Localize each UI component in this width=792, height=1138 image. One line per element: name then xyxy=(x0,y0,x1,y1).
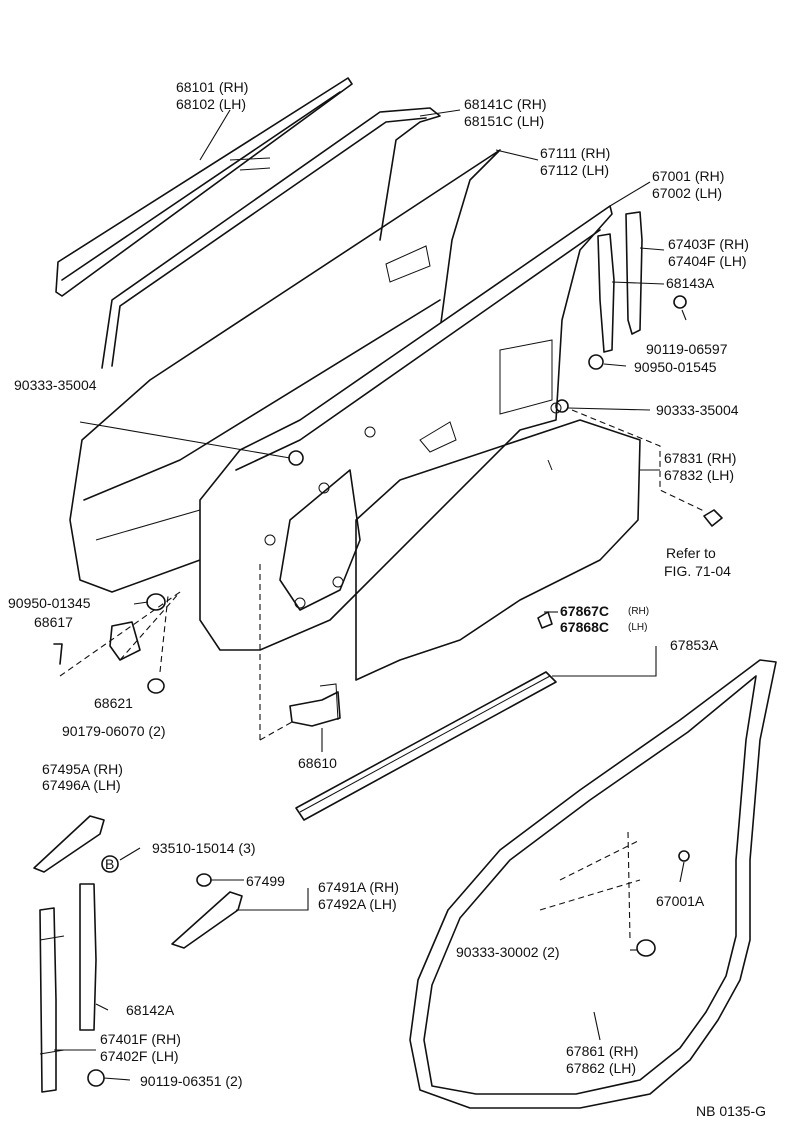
label-67492a: 67492A (LH) xyxy=(318,896,397,912)
label-67861: 67861 (RH) xyxy=(566,1043,638,1059)
label-67001: 67001 (RH) xyxy=(652,168,724,184)
label-67112: 67112 (LH) xyxy=(540,162,609,178)
label-93510-15014: 93510-15014 (3) xyxy=(152,840,256,856)
weatherstrip-clip xyxy=(678,850,690,862)
label-67867c: 67867C xyxy=(560,603,609,619)
label-67403f: 67403F (RH) xyxy=(668,236,749,252)
label-90950-01345: 90950-01345 xyxy=(8,595,91,611)
label-67867c-side: (RH) xyxy=(628,606,649,617)
door-outer-panel-part xyxy=(69,149,501,593)
label-68102: 68102 (LH) xyxy=(176,96,246,112)
sash-cover-part xyxy=(171,873,243,949)
label-67495a: 67495A (RH) xyxy=(42,761,123,777)
bolt-marker: B xyxy=(105,856,114,872)
door-glass-part xyxy=(55,77,353,297)
label-68101: 68101 (RH) xyxy=(176,79,248,95)
label-90950-01545: 90950-01545 xyxy=(634,359,717,375)
label-67111: 67111 (RH) xyxy=(540,145,610,161)
label-68142a: 68142A xyxy=(126,1002,175,1018)
label-90333-30002: 90333-30002 (2) xyxy=(456,944,560,960)
front-corner-piece-part xyxy=(33,815,119,873)
label-68141c: 68141C (RH) xyxy=(464,96,546,112)
weatherstrip-retainer xyxy=(636,939,656,957)
hinge-hardware xyxy=(53,593,341,727)
label-67496a: 67496A (LH) xyxy=(42,777,121,793)
belt-weatherstrip-part xyxy=(295,611,557,821)
label-67499: 67499 xyxy=(246,873,285,889)
label-67853a: 67853A xyxy=(670,637,719,653)
label-67401f: 67401F (RH) xyxy=(100,1031,181,1047)
label-67002: 67002 (LH) xyxy=(652,185,722,201)
door-clip-right xyxy=(555,399,569,413)
label-67491a: 67491A (RH) xyxy=(318,879,399,895)
label-90333-35004-left: 90333-35004 xyxy=(14,377,97,393)
label-67832: 67832 (LH) xyxy=(664,467,734,483)
leader-lines xyxy=(54,109,707,1081)
glass-run-channel-part xyxy=(101,107,441,369)
door-inner-panel-part xyxy=(199,205,613,651)
label-67868c-side: (LH) xyxy=(628,622,647,633)
cover-clip xyxy=(703,509,723,527)
label-90179-06070: 90179-06070 (2) xyxy=(62,723,166,739)
service-hole-cover-part xyxy=(355,419,641,681)
label-68621: 68621 xyxy=(94,695,133,711)
label-68610: 68610 xyxy=(298,755,337,771)
label-90119-06351: 90119-06351 (2) xyxy=(140,1073,242,1089)
label-68617: 68617 xyxy=(34,614,73,630)
label-67868c: 67868C xyxy=(560,619,609,635)
label-67862: 67862 (LH) xyxy=(566,1060,636,1076)
front-sash-part xyxy=(39,883,105,1093)
label-90119-06597: 90119-06597 xyxy=(646,341,728,357)
label-67404f: 67404F (LH) xyxy=(668,253,747,269)
fig-reference-label[interactable]: FIG. 71-04 xyxy=(664,563,731,579)
label-90333-35004-right: 90333-35004 xyxy=(656,402,739,418)
drawing-code: NB 0135-G xyxy=(696,1103,766,1119)
label-68143a: 68143A xyxy=(666,275,715,291)
label-67402f: 67402F (LH) xyxy=(100,1048,179,1064)
label-67001a: 67001A xyxy=(656,893,705,909)
label-68151c: 68151C (LH) xyxy=(464,113,544,129)
rear-sash-part xyxy=(588,211,687,370)
refer-to-label: Refer to xyxy=(666,545,716,561)
door-weatherstrip-part xyxy=(409,659,777,1109)
label-67831: 67831 (RH) xyxy=(664,450,736,466)
